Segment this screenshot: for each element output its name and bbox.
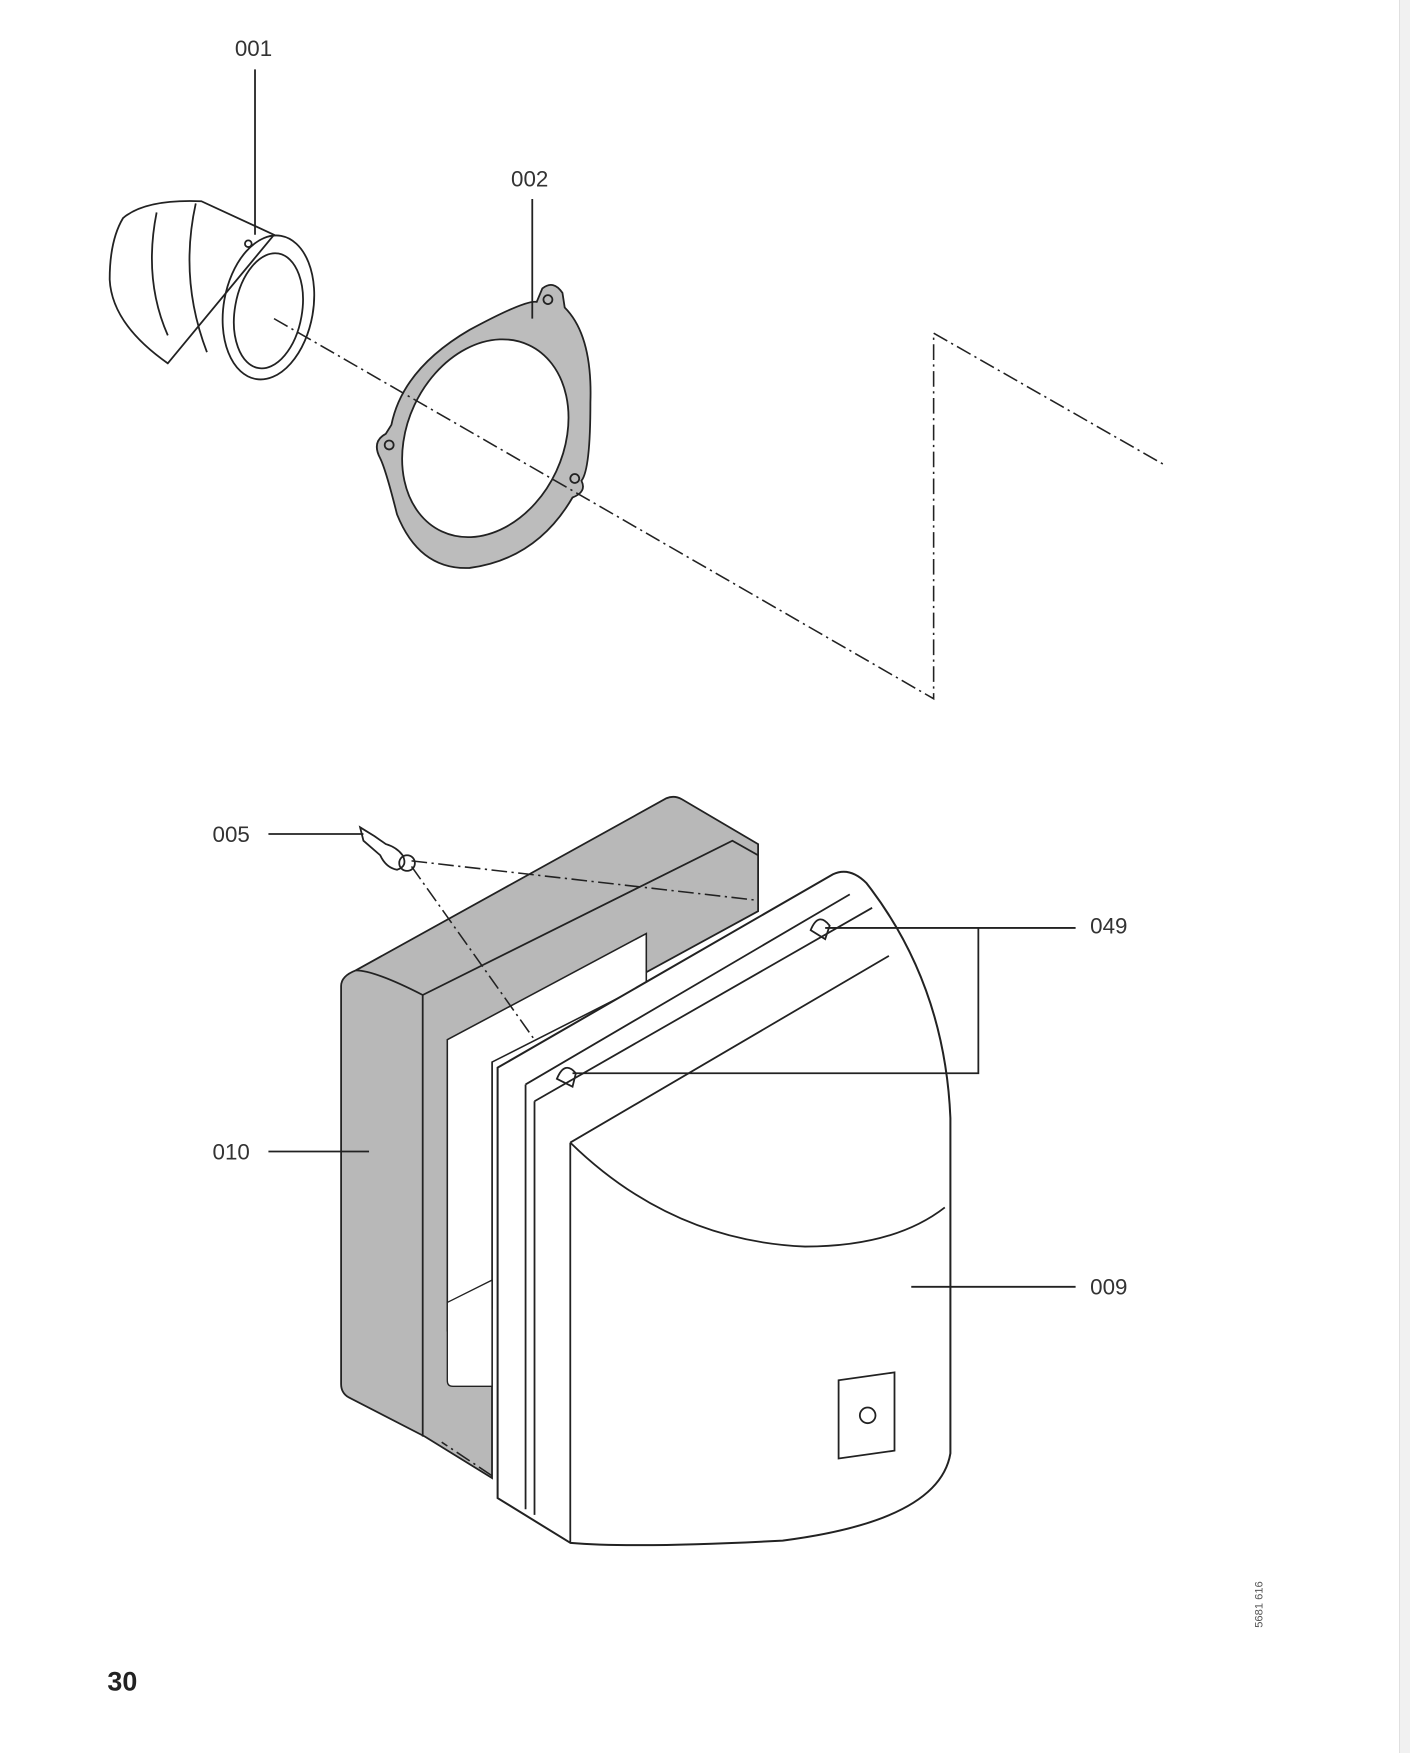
page-edge xyxy=(1399,0,1410,1753)
part-001-tube xyxy=(108,200,316,381)
label-010: 010 xyxy=(213,1139,250,1164)
page-number: 30 xyxy=(107,1666,137,1696)
leader-049 xyxy=(572,927,1076,1075)
part-005-screw xyxy=(358,825,416,872)
screw-axis-line-2 xyxy=(410,865,536,1041)
label-005: 005 xyxy=(213,822,250,847)
drawing-code: 5681 616 xyxy=(1253,1581,1265,1628)
screw-axis-line-1 xyxy=(411,860,755,901)
label-002: 002 xyxy=(511,167,548,192)
label-001: 001 xyxy=(235,36,272,61)
assembly-axis-line xyxy=(273,317,1164,701)
part-002-gasket xyxy=(375,283,592,569)
label-009: 009 xyxy=(1090,1275,1127,1300)
lower-axis-line xyxy=(441,1441,493,1477)
part-010-frame xyxy=(340,795,759,1480)
part-009-cover xyxy=(496,870,952,1547)
label-049: 049 xyxy=(1090,914,1127,939)
